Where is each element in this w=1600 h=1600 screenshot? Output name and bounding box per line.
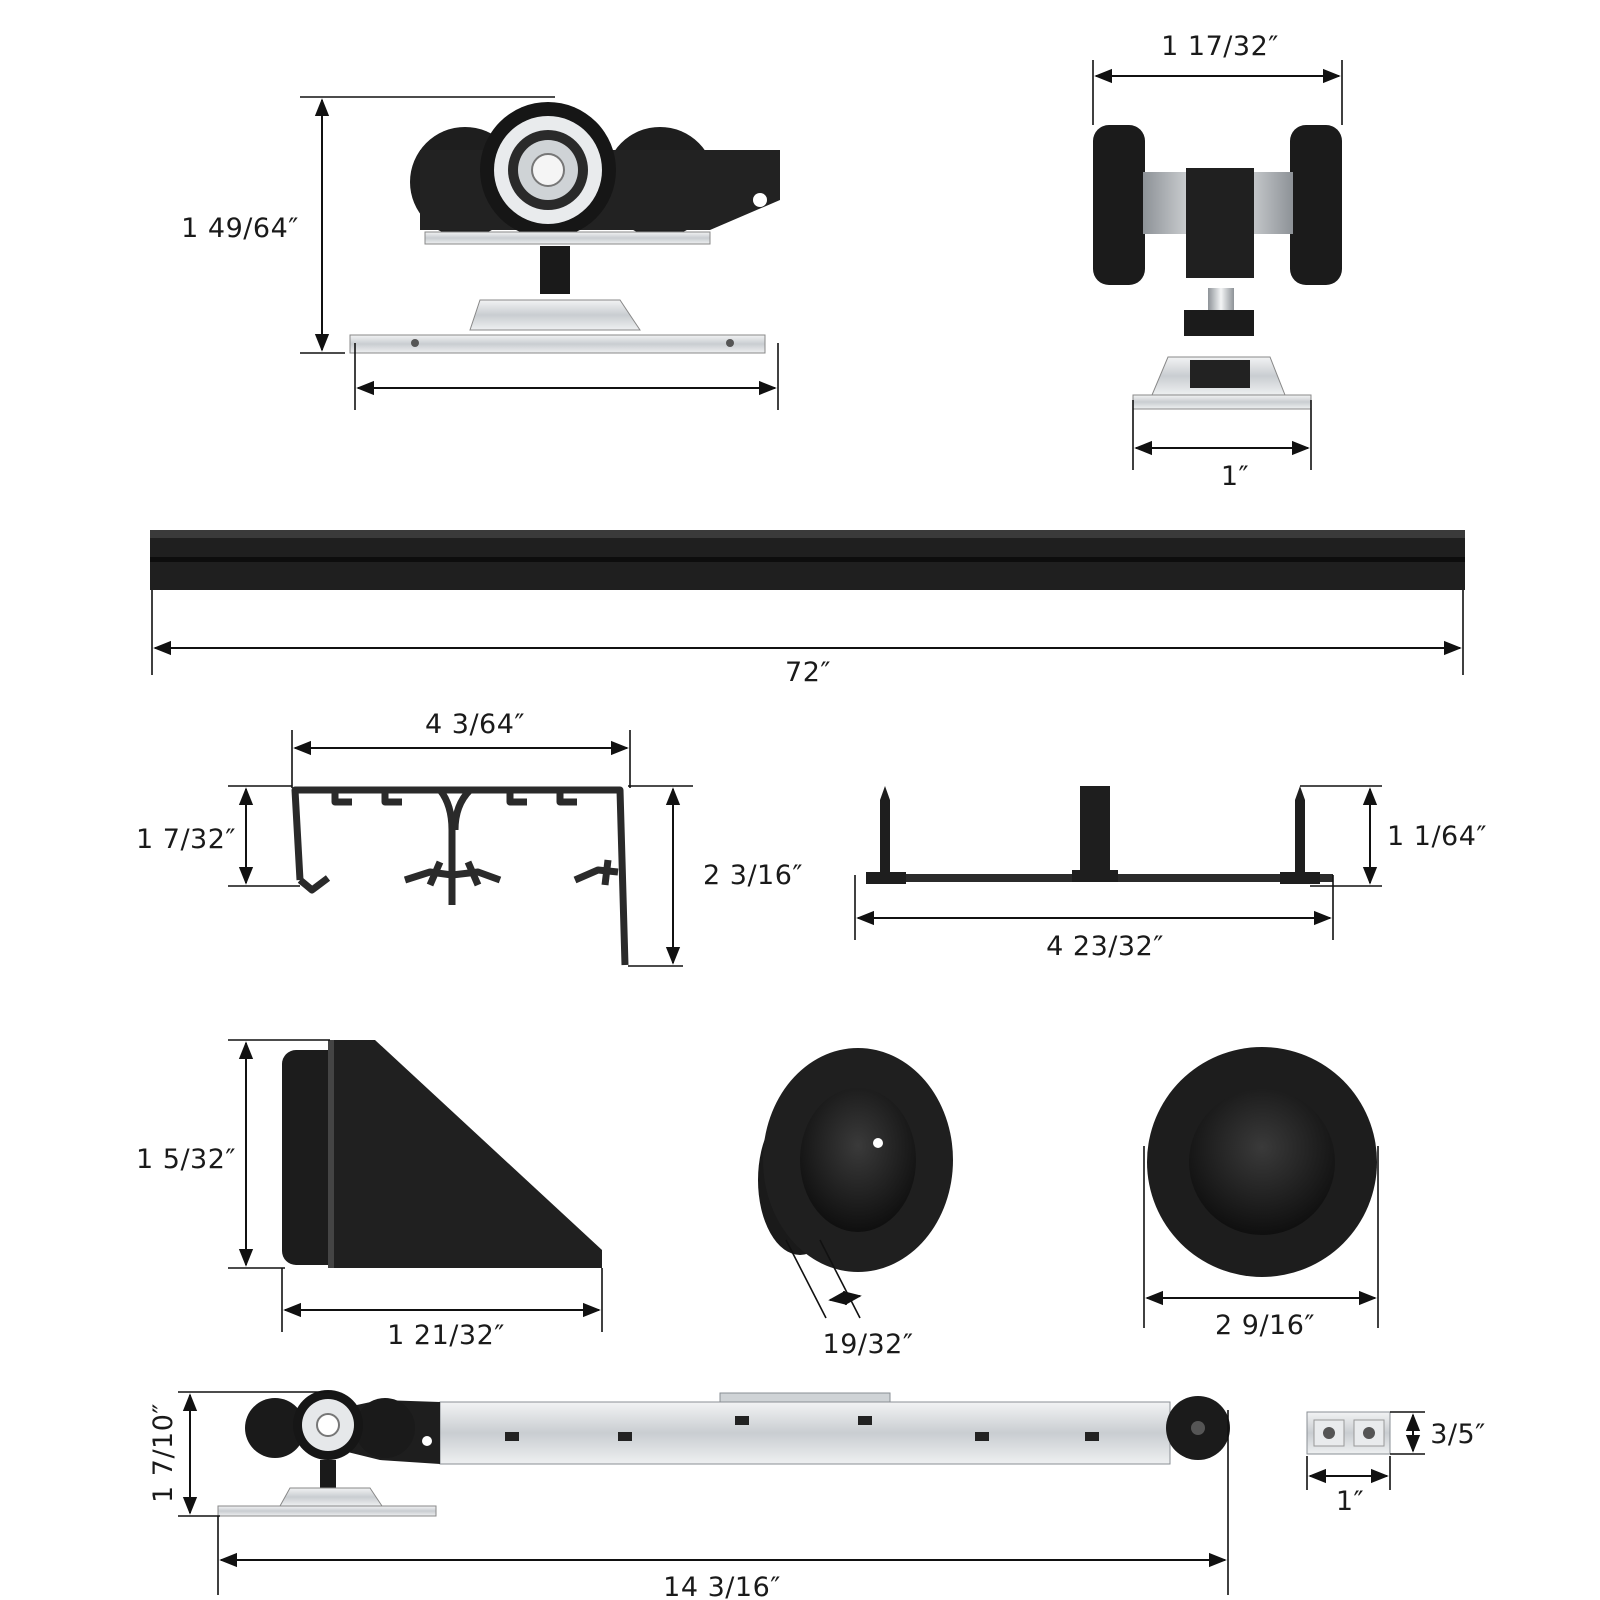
soft-close-dimensions: 1 7/10″ 14 3/16″: [148, 1391, 1229, 1600]
roller-height-label: 1 49/64″: [181, 213, 299, 244]
roller-side-width-label: 1 17/32″: [1161, 31, 1279, 62]
track-profile-left-height-label: 1 7/32″: [136, 824, 236, 855]
track-rail-icon: [150, 530, 1465, 590]
roller-height-dimension: 1 49/64″: [181, 96, 779, 410]
guide-height-label: 1 1/64″: [1387, 821, 1487, 852]
connector-clip-icon: [1306, 1411, 1391, 1455]
guide-width-label: 4 23/32″: [1046, 931, 1164, 962]
roller-front-icon: [349, 102, 780, 354]
roller-side-plate-label: 1″: [1221, 461, 1249, 492]
roller-side-icon: [1093, 125, 1342, 410]
soft-close-length-label: 14 3/16″: [663, 1572, 781, 1600]
handle-depth-dimension: 19/32″: [785, 1239, 914, 1360]
track-length-label: 72″: [785, 657, 831, 688]
stopper-height-label: 1 5/32″: [136, 1144, 236, 1175]
flush-handle-front-icon: [1147, 1047, 1377, 1277]
handle-depth-label: 19/32″: [823, 1329, 914, 1360]
floor-guide-icon: [866, 786, 1333, 884]
connector-height-label: 3/5″: [1430, 1419, 1486, 1450]
soft-close-assembly-icon: [217, 1390, 1230, 1517]
stopper-width-label: 1 21/32″: [387, 1320, 505, 1351]
connector-dimensions: 3/5″ 1″: [1306, 1411, 1486, 1517]
track-profile-icon: [291, 786, 629, 966]
track-profile-width-label: 4 3/64″: [425, 709, 525, 740]
track-profile-right-height-label: 2 3/16″: [703, 860, 803, 891]
track-length-dimension: 72″: [151, 590, 1464, 688]
floor-guide-dimensions: 1 1/64″ 4 23/32″: [854, 785, 1487, 962]
connector-width-label: 1″: [1336, 1486, 1364, 1517]
handle-diameter-dimension: 2 9/16″: [1143, 1146, 1379, 1341]
handle-diameter-label: 2 9/16″: [1215, 1310, 1315, 1341]
roller-side-dimensions: 1 17/32″ 1″: [1092, 31, 1343, 492]
flush-handle-angled-icon: [758, 1048, 953, 1272]
track-profile-dimensions: 4 3/64″ 1 7/32″ 2 3/16″: [136, 709, 803, 967]
soft-close-height-label: 1 7/10″: [148, 1403, 179, 1503]
stopper-icon: [282, 1040, 602, 1268]
stopper-dimensions: 1 5/32″ 1 21/32″: [136, 1039, 603, 1351]
